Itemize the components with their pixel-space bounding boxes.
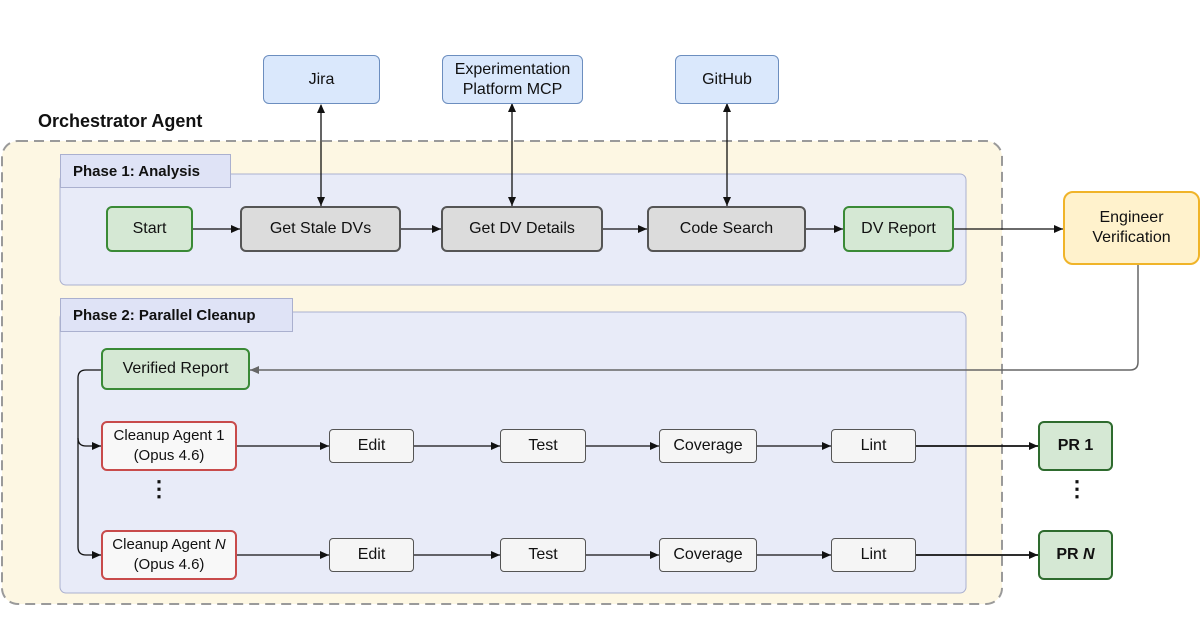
edit-step-1[interactable]: Edit — [329, 429, 414, 463]
agent-n-symbol: N — [214, 536, 226, 553]
pr-n-prefix: PR — [1056, 546, 1084, 563]
tool-connectors — [317, 103, 731, 206]
agent-n-label: Cleanup Agent N (Opus 4.6) — [112, 535, 225, 575]
prs-ellipsis: ⋮ — [1066, 476, 1088, 501]
agent-n-prefix: Cleanup Agent — [112, 536, 215, 553]
jira-node[interactable]: Jira — [263, 55, 380, 104]
dv-report-node[interactable]: DV Report — [843, 206, 954, 252]
get-stale-dvs-node[interactable]: Get Stale DVs — [240, 206, 401, 252]
phase1-label: Phase 1: Analysis — [60, 154, 231, 188]
start-node[interactable]: Start — [106, 206, 193, 252]
pr-n-symbol: N — [1083, 546, 1095, 563]
phase2-flow — [237, 442, 1038, 559]
phase2-label: Phase 2: Parallel Cleanup — [60, 298, 293, 332]
coverage-step-1[interactable]: Coverage — [659, 429, 757, 463]
cleanup-agent-1-node[interactable]: Cleanup Agent 1 (Opus 4.6) — [101, 421, 237, 471]
engineer-verification-node[interactable]: Engineer Verification — [1063, 191, 1200, 265]
pr-1-node[interactable]: PR 1 — [1038, 421, 1113, 471]
pr-n-label: PR N — [1056, 545, 1094, 565]
fanout-branch-1 — [77, 437, 101, 450]
get-dv-details-node[interactable]: Get DV Details — [441, 206, 603, 252]
orchestrator-title: Orchestrator Agent — [38, 111, 203, 131]
lint-step-1[interactable]: Lint — [831, 429, 916, 463]
cleanup-agent-n-node[interactable]: Cleanup Agent N (Opus 4.6) — [101, 530, 237, 580]
github-node[interactable]: GitHub — [675, 55, 779, 104]
arrow-engineer-to-verified — [250, 265, 1139, 374]
test-step-1[interactable]: Test — [500, 429, 586, 463]
fanout-line — [77, 369, 101, 559]
pr-n-node[interactable]: PR N — [1038, 530, 1113, 580]
experimentation-platform-node[interactable]: Experimentation Platform MCP — [442, 55, 583, 104]
test-step-n[interactable]: Test — [500, 538, 586, 572]
code-search-node[interactable]: Code Search — [647, 206, 806, 252]
agent-n-suffix: (Opus 4.6) — [133, 556, 205, 573]
lint-step-n[interactable]: Lint — [831, 538, 916, 572]
agents-ellipsis: ⋮ — [148, 476, 170, 501]
verified-report-node[interactable]: Verified Report — [101, 348, 250, 390]
edit-step-n[interactable]: Edit — [329, 538, 414, 572]
coverage-step-n[interactable]: Coverage — [659, 538, 757, 572]
